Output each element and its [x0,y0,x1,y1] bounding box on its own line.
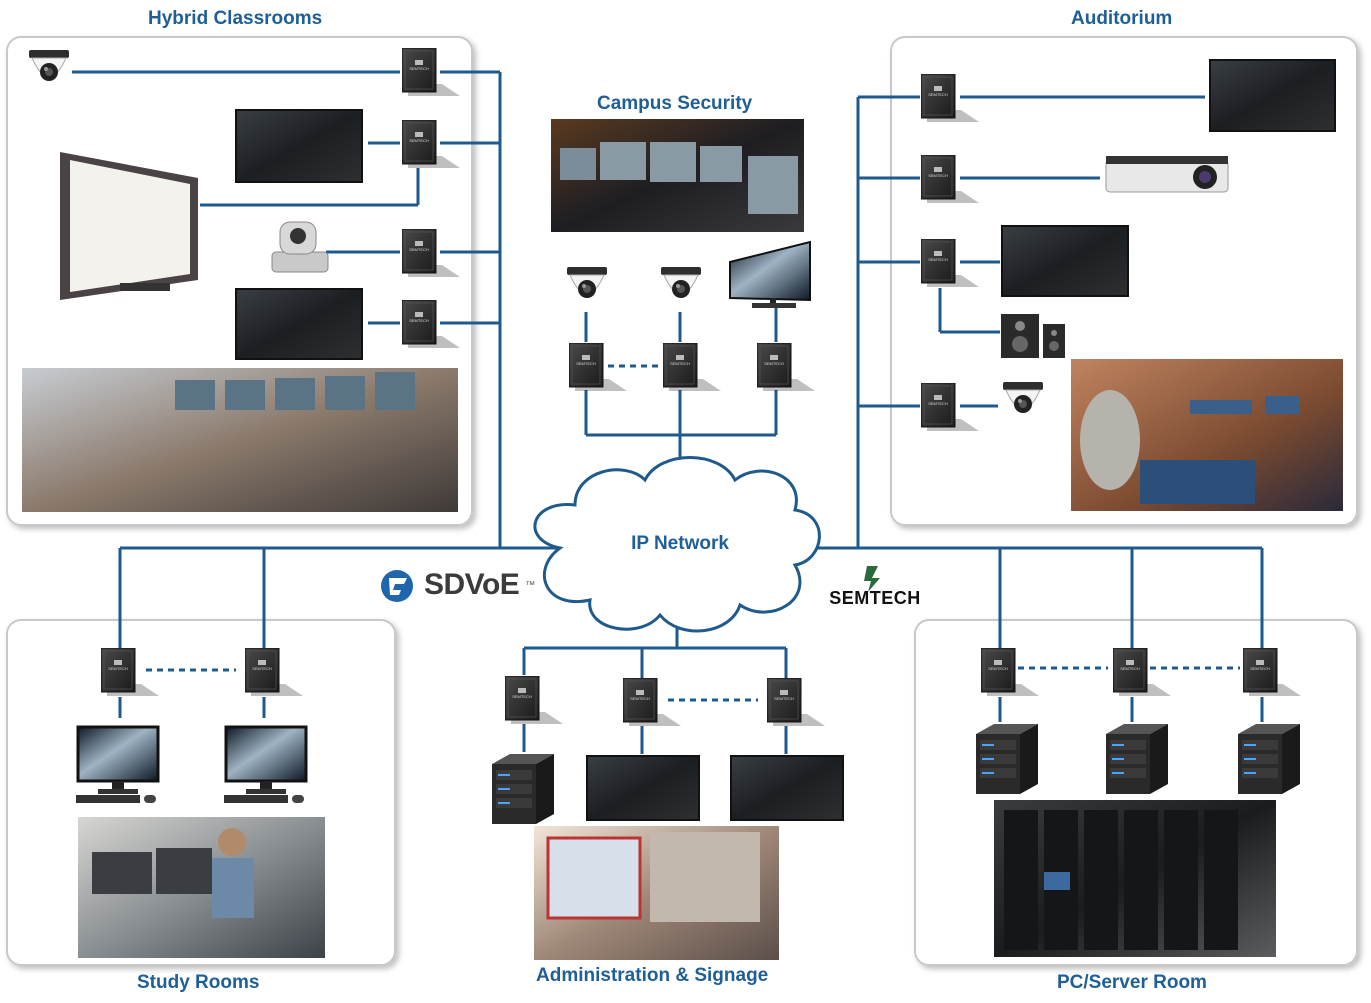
dashed-links [146,364,1240,702]
sdvoe-wordmark: SDVoE [424,568,520,601]
display-screen-icon [1001,225,1129,297]
encoder-icon [623,678,682,727]
sdvoe-trademark: ™ [525,579,536,591]
encoder-icon [505,676,564,725]
title-auditorium: Auditorium [1071,8,1173,29]
encoder-icon [663,343,722,392]
encoder-icon [757,343,816,392]
ip-network-cloud [533,456,821,633]
sdvoe-logo-icon [381,570,413,602]
encoder-icon [767,678,826,727]
encoder-icon [569,343,628,392]
administration-photo [534,826,779,960]
server-room-photo [994,800,1276,957]
server-icon [976,724,1038,794]
display-screen-icon [1209,59,1336,132]
display-screen-icon [235,288,363,360]
security-control-room-photo [551,119,804,232]
projector-icon [1105,156,1229,193]
server-icon [1238,724,1300,794]
hybrid-classroom-photo [22,368,458,512]
title-hybrid-classrooms: Hybrid Classrooms [148,8,323,29]
semtech-wordmark: SEMTECH [829,588,921,608]
server-icon [1106,724,1168,794]
semtech-brand: SEMTECH [805,588,945,609]
monitor-icon [729,240,811,308]
sdvoe-brand: SDVoE ™ [424,568,535,602]
title-pc-server-room: PC/Server Room [1057,972,1207,993]
study-room-photo [78,817,325,958]
display-screen-icon [235,109,363,183]
semtech-logo-icon [864,566,880,592]
signage-display-icon [730,755,844,821]
server-icon [492,754,554,824]
title-study-rooms: Study Rooms [137,972,260,993]
interactive-whiteboard-icon [60,152,198,300]
title-campus-security: Campus Security [597,93,753,114]
auditorium-photo [1071,359,1343,511]
title-administration-signage: Administration & Signage [536,965,769,986]
signage-display-icon [586,755,700,821]
dome-camera-icon [660,266,702,299]
dome-camera-icon [566,266,608,299]
ptz-camera-icon [271,221,329,273]
speakers-icon [1001,314,1065,358]
network-links [72,70,1264,754]
ip-network-label: IP Network [631,533,729,554]
